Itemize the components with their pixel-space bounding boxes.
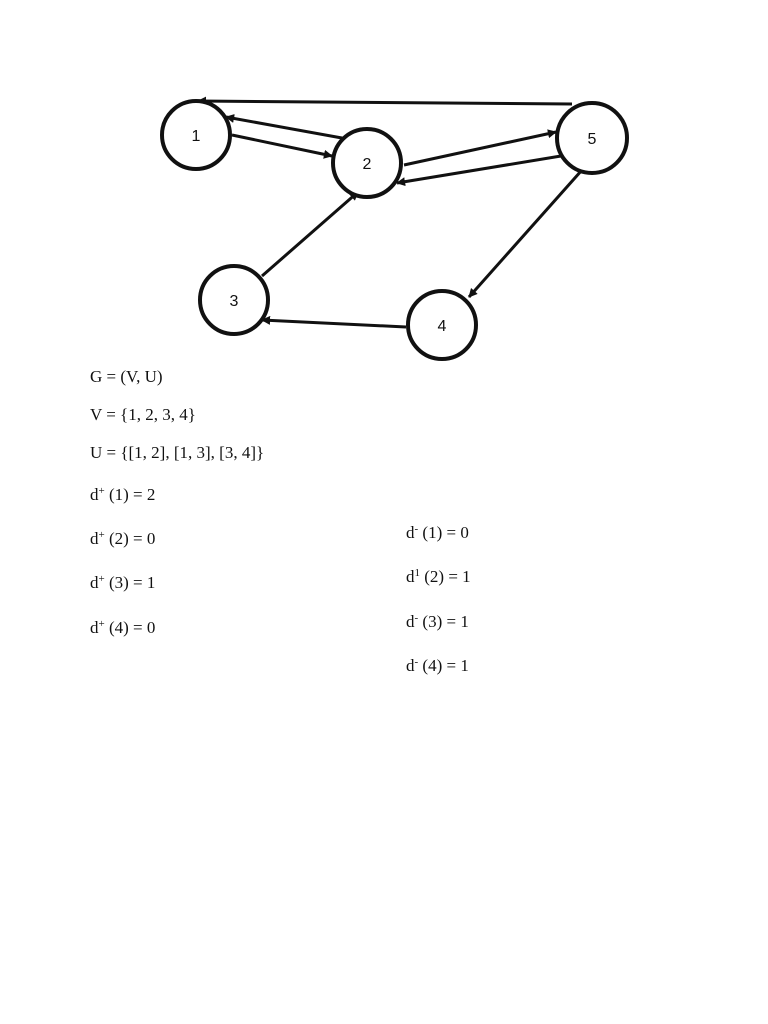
edge-5-to-1 — [197, 96, 573, 106]
vertex-set: V = {1, 2, 3, 4} — [90, 405, 196, 425]
out-degree-symbol: d — [90, 573, 99, 592]
node-3-circle — [198, 264, 270, 336]
out-degree-value: (1) = 2 — [104, 485, 156, 504]
in-degree-1: d- (1) = 0 — [406, 523, 469, 543]
out-degree-value: (4) = 0 — [104, 618, 156, 637]
node-5-label: 5 — [588, 131, 597, 148]
node-4-label: 4 — [438, 318, 447, 335]
graph-definition: G = (V, U) — [90, 367, 163, 387]
in-degree-symbol: d — [406, 523, 415, 542]
vertex-set-text: V = {1, 2, 3, 4} — [90, 405, 196, 424]
out-degree-symbol: d — [90, 485, 99, 504]
edge-set: U = {[1, 2], [1, 3], [3, 4]} — [90, 443, 264, 463]
node-1-circle — [160, 99, 232, 171]
in-degree-symbol: d — [406, 567, 415, 586]
edge-5-to-4 — [467, 169, 584, 298]
node-2-label: 2 — [363, 156, 372, 173]
out-degree-mark: + — [98, 529, 105, 541]
graph-definition-text: G = (V, U) — [90, 367, 163, 386]
out-degree-value: (3) = 1 — [104, 573, 156, 592]
edge-2-to-5 — [403, 129, 557, 167]
edge-3-to-2 — [261, 190, 359, 278]
edge-4-to-3 — [261, 315, 407, 329]
in-degree-mark: - — [414, 612, 419, 624]
edge-set-text: U = {[1, 2], [1, 3], [3, 4]} — [90, 443, 265, 462]
in-degree-4: d- (4) = 1 — [406, 656, 469, 676]
in-degree-mark: 1 — [414, 567, 421, 579]
edge-5-to-2 — [396, 153, 568, 187]
out-degree-mark: + — [98, 573, 105, 585]
in-degree-value: (3) = 1 — [418, 612, 469, 631]
out-degree-mark: + — [98, 485, 105, 497]
edge-1-to-2 — [231, 133, 333, 159]
node-4-circle — [406, 289, 478, 361]
out-degree-symbol: d — [90, 618, 99, 637]
node-1-label: 1 — [192, 128, 201, 145]
node-5-circle — [555, 101, 629, 175]
in-degree-2: d1 (2) = 1 — [406, 567, 471, 587]
out-degree-4: d+ (4) = 0 — [90, 618, 155, 638]
in-degree-mark: - — [414, 656, 419, 668]
out-degree-value: (2) = 0 — [104, 529, 156, 548]
in-degree-value: (1) = 0 — [418, 523, 469, 542]
edge-2-to-1 — [225, 114, 354, 142]
out-degree-2: d+ (2) = 0 — [90, 529, 155, 549]
out-degree-3: d+ (3) = 1 — [90, 573, 155, 593]
in-degree-value: (4) = 1 — [418, 656, 469, 675]
in-degree-symbol: d — [406, 656, 415, 675]
in-degree-value: (2) = 1 — [420, 567, 471, 586]
in-degree-3: d- (3) = 1 — [406, 612, 469, 632]
node-3-label: 3 — [230, 293, 239, 310]
node-2-circle — [331, 127, 403, 199]
out-degree-mark: + — [98, 618, 105, 630]
in-degree-mark: - — [414, 523, 419, 535]
out-degree-1: d+ (1) = 2 — [90, 485, 155, 505]
directed-graph: 1 2 3 4 5 — [160, 96, 629, 361]
out-degree-symbol: d — [90, 529, 99, 548]
in-degree-symbol: d — [406, 612, 415, 631]
